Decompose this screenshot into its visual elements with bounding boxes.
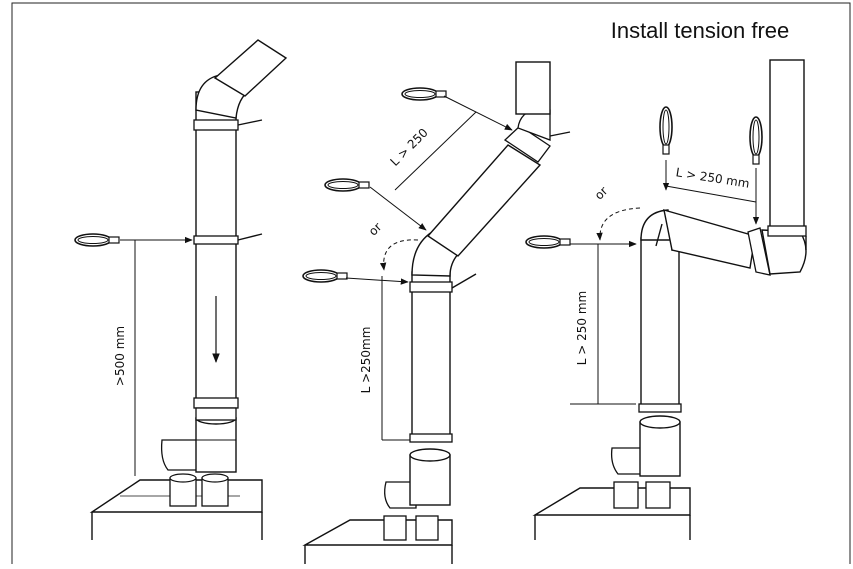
dimension-label-500: >500 mm	[113, 326, 127, 386]
alternative-arc	[379, 239, 419, 271]
elbow-icon	[195, 39, 288, 119]
arrow-icon	[345, 277, 409, 285]
pipe-clamp-icon	[401, 87, 447, 101]
diagram-2: L > 250 or L >250mm	[302, 61, 571, 564]
boiler-icon	[302, 519, 453, 564]
arrow-icon	[443, 95, 513, 131]
flue-pipe-icon	[638, 237, 682, 413]
flue-pipe-icon	[193, 91, 239, 421]
frame-border	[11, 2, 851, 564]
dimension-label-vertical: L > 250 mm	[575, 291, 589, 365]
dimension-label-vertical: L >250mm	[359, 327, 373, 394]
pipe-clamp-icon	[302, 269, 348, 283]
clamp-bolt	[655, 223, 807, 250]
arrow-icon	[369, 186, 427, 231]
diagram-title: Install tension free	[610, 18, 790, 43]
pipe-clamp-icon	[525, 235, 571, 249]
diagram-3: L > 250 mm or L > 250 mm	[525, 59, 807, 540]
flue-pipe-icon	[409, 271, 453, 443]
elbow-icon	[640, 59, 807, 276]
pipe-clamp-icon	[749, 116, 763, 165]
pipe-clamp-icon	[659, 106, 673, 155]
clamp-bolt	[451, 131, 571, 289]
flue-adapter	[383, 448, 451, 541]
or-label: or	[366, 220, 385, 239]
dimension-label-horizontal: L > 250 mm	[675, 165, 751, 190]
dimension-line	[665, 185, 757, 203]
diagram-1: >500 mm	[74, 39, 288, 540]
pipe-clamp-icon	[324, 178, 370, 192]
pipe-clamp-icon	[74, 233, 120, 247]
alternative-arc	[596, 207, 641, 241]
or-label: or	[592, 184, 611, 203]
flue-adapter	[610, 415, 681, 509]
dimension-line	[394, 111, 477, 191]
elbow-icon	[411, 61, 551, 277]
clamp-bolt	[237, 119, 263, 241]
